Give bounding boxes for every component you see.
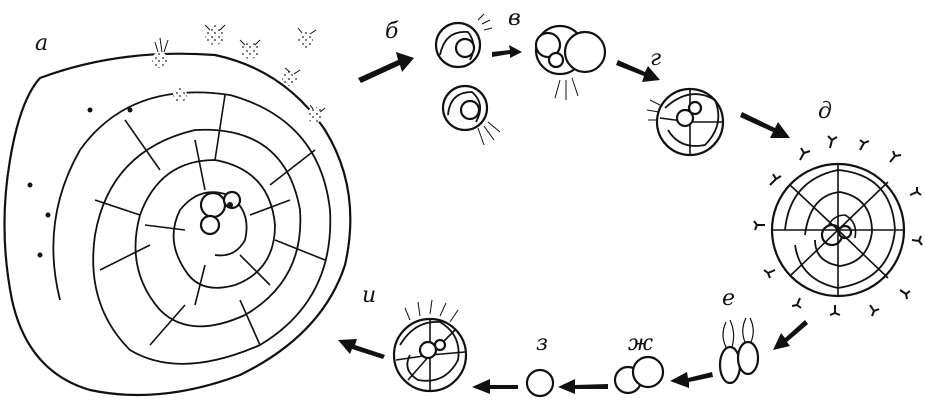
arrow-a-to-b — [358, 52, 414, 83]
label-a: а — [35, 31, 48, 56]
stage-b-juveniles — [436, 14, 500, 145]
label-v: в — [508, 6, 521, 31]
label-b: б — [385, 19, 399, 44]
stage-e-flagellated-gametes — [720, 318, 758, 383]
arrow-i-to-a — [338, 339, 385, 359]
label-zh: ж — [628, 331, 653, 356]
arrow-d-to-e — [773, 320, 808, 350]
label-g: г — [650, 46, 661, 71]
arrow-zh-to-z — [558, 379, 608, 394]
stage-a-adult-test — [4, 54, 350, 395]
arrow-g-to-d — [740, 112, 790, 138]
stage-d-gamont-releasing — [754, 136, 922, 316]
stage-zh-fusing-gametes — [615, 357, 663, 393]
arrow-z-to-i — [472, 379, 518, 394]
label-z: з — [536, 331, 548, 356]
arrow-e-to-zh — [670, 372, 713, 388]
label-d: д — [818, 99, 832, 124]
stage-i-young-agamont — [394, 300, 466, 391]
label-i: и — [362, 283, 376, 308]
stage-g-multichambered — [647, 89, 723, 155]
stage-z-zygote — [527, 370, 553, 396]
label-e: е — [722, 286, 735, 311]
arrow-b-to-v — [492, 45, 522, 58]
stage-v-growing-test — [536, 26, 605, 100]
